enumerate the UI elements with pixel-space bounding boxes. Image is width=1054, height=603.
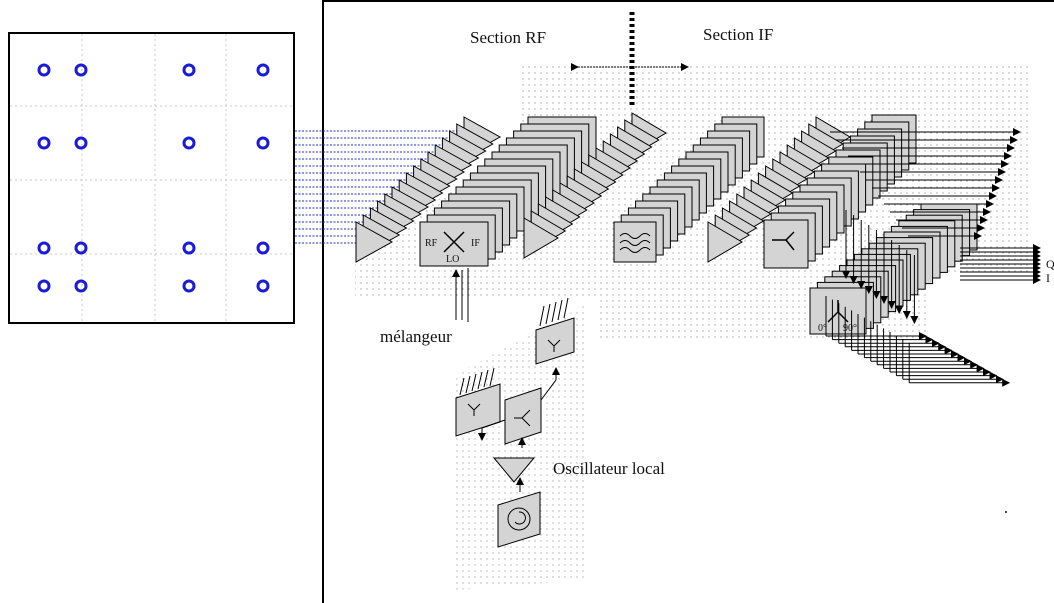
output-q-label: Q <box>1046 257 1054 271</box>
mixer-rf-port: RF <box>425 238 438 249</box>
antenna-element <box>76 281 86 291</box>
antenna-element <box>39 138 49 148</box>
output-i-label: I <box>1046 271 1050 285</box>
antenna-element <box>39 281 49 291</box>
local-oscillator-label: Oscillateur local <box>553 459 665 478</box>
section-if-label: Section IF <box>703 25 773 44</box>
antenna-element <box>76 138 86 148</box>
filter-block <box>614 222 656 262</box>
antenna-element <box>39 243 49 253</box>
section-rf-label: Section RF <box>470 28 546 47</box>
antenna-grid <box>10 34 293 322</box>
antenna-element <box>39 65 49 75</box>
antenna-element <box>258 138 268 148</box>
antenna-element <box>184 138 194 148</box>
antenna-element <box>258 65 268 75</box>
mixer-if-port: IF <box>471 238 480 249</box>
mixer-block: RF IF LO <box>420 222 488 266</box>
mixer-lo-port: LO <box>446 254 459 265</box>
antenna-element <box>184 65 194 75</box>
antenna-element <box>76 243 86 253</box>
antenna-element <box>184 281 194 291</box>
antenna-element <box>258 243 268 253</box>
splitter-block <box>764 220 808 268</box>
antenna-element <box>258 281 268 291</box>
antenna-element <box>76 65 86 75</box>
antenna-elements <box>39 65 268 291</box>
antenna-element <box>184 243 194 253</box>
mixer-label: mélangeur <box>380 327 452 346</box>
